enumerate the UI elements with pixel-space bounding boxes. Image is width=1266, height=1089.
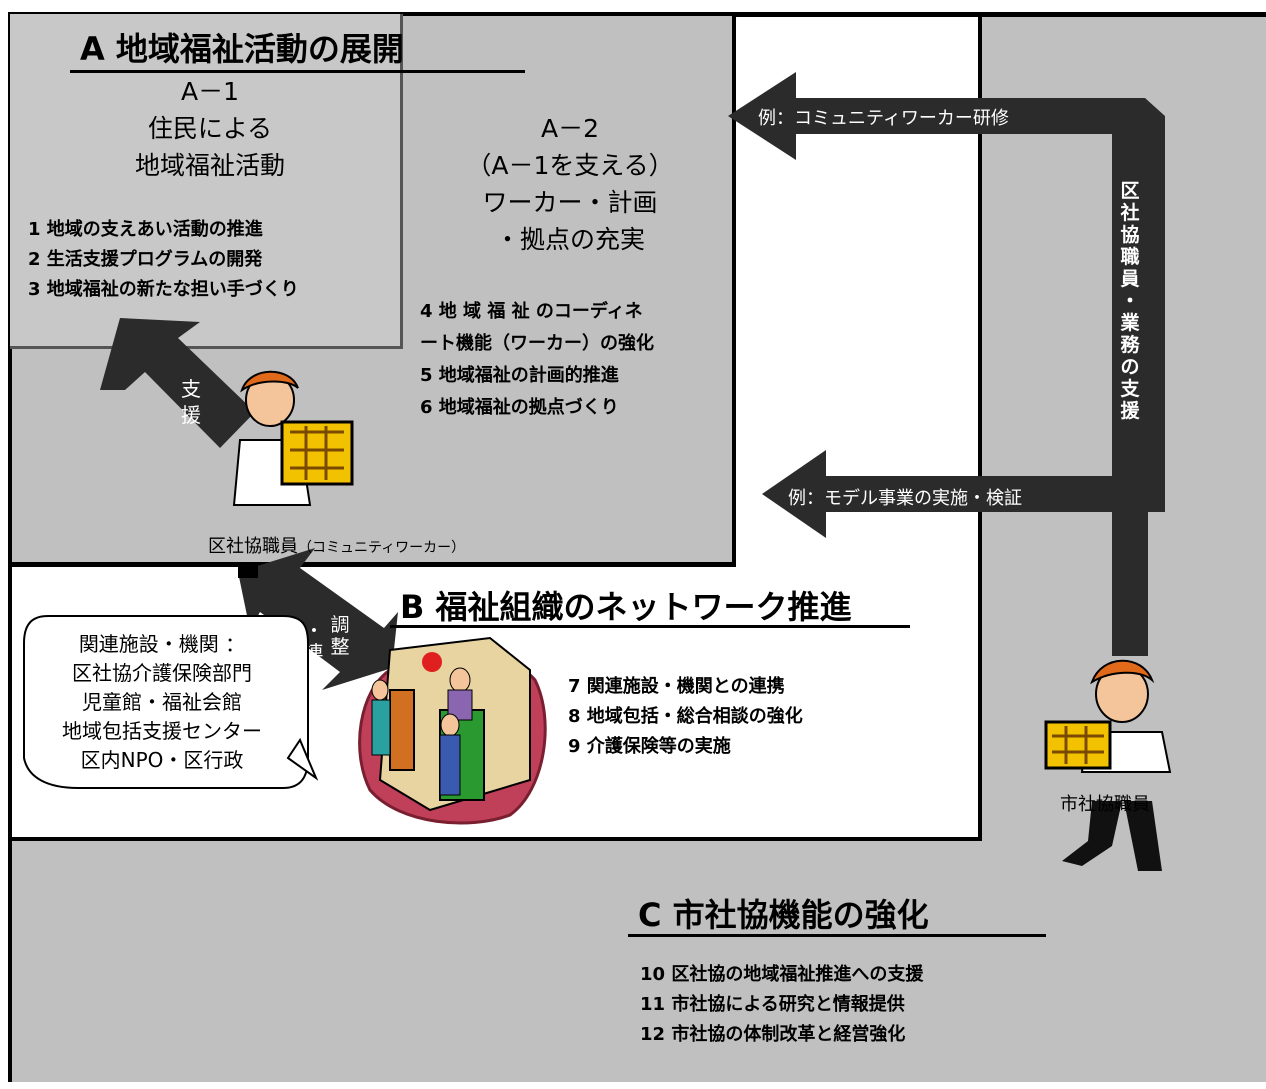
list-item: 12 市社協の体制改革と経営強化 [640,1024,906,1045]
section-a-underline [70,70,525,73]
ward-worker-label: 区社協職員（コミュニティワーカー） [208,536,466,557]
list-item: 9 介護保険等の実施 [568,736,731,757]
a1-heading: A－1 [180,77,239,106]
support-label: 支援 [181,377,201,427]
vertical-support-label: 区社協 職員・ 業務の 支援 [1120,180,1140,422]
list-item: 8 地域包括・総合相談の強化 [568,706,803,727]
list-item: 6 地域福祉の拠点づくり [420,397,619,418]
list-item: 3 地域福祉の新たな担い手づくり [28,279,299,300]
list-item: 1 地域の支えあい活動の推進 [28,219,263,240]
list-item: 11 市社協による研究と情報提供 [640,994,905,1015]
list-item: 10 区社協の地域福祉推進への支援 [640,964,924,985]
section-c-title: C 市社協機能の強化 [638,896,929,934]
coord-label-col1: 調整 [330,614,350,658]
worker-feet [238,562,258,578]
speech-bubble-text: 関連施設・機関 ： 区社協介護保険部門 児童館・福祉会館 地域包括支援センター … [62,632,262,772]
mid-example-label: 例：モデル事業の実施・検証 [788,488,1022,509]
a2-line3: ・拠点の充実 [494,225,645,254]
a2-heading: A－2 [540,114,599,143]
support-arrow [100,318,255,448]
city-staff-figure [1044,659,1172,871]
section-a-title: A 地域福祉活動の展開 [80,30,404,68]
c-items: 10 区社協の地域福祉推進への支援 11 市社協による研究と情報提供 12 市社… [640,960,923,1050]
b-items: 7 関連施設・機関との連携 8 地域包括・総合相談の強化 9 介護保険等の実施 [568,672,803,762]
section-b-title: B 福祉組織のネットワーク推進 [400,588,852,626]
a2-line2: ワーカー・計画 [482,188,658,217]
list-item: 4 地 域 福 祉 のコーディネ [420,301,643,322]
section-a1-panel [10,14,403,349]
speech-bubble-shape [23,615,318,789]
vertical-shaft [1112,116,1148,656]
mid-example-arrow [762,450,1135,538]
office-illustration [358,636,547,825]
worker-figure [232,370,354,506]
top-example-label: 例：コミュニティワーカー研修 [758,108,1009,129]
list-item: ート機能（ワーカー）の強化 [420,333,654,354]
city-staff-label: 市社協職員 [1060,794,1150,815]
a1-line2: 地域福祉活動 [134,151,285,180]
section-c-underline [628,934,1046,937]
a1-line1: 住民による [147,114,273,143]
a1-items: 1 地域の支えあい活動の推進 2 生活支援プログラムの開発 3 地域福祉の新たな… [28,215,299,305]
list-item: 5 地域福祉の計画的推進 [420,365,619,386]
a2-items: 4 地 域 福 祉 のコーディネ ート機能（ワーカー）の強化 5 地域福祉の計画… [420,296,654,424]
a2-heading-block: A－2 （A－1を支える） ワーカー・計画 ・拠点の充実 [440,110,700,258]
coord-arrow [238,548,398,690]
top-example-arrow [728,72,1165,512]
a2-line1: （A－1を支える） [466,151,674,180]
a1-heading-block: A－1 住民による 地域福祉活動 [80,73,340,184]
list-item: 7 関連施設・機関との連携 [568,676,785,697]
coord-label-col2: ・連携 [304,620,324,686]
section-b-underline [390,625,910,628]
list-item: 2 生活支援プログラムの開発 [28,249,263,270]
